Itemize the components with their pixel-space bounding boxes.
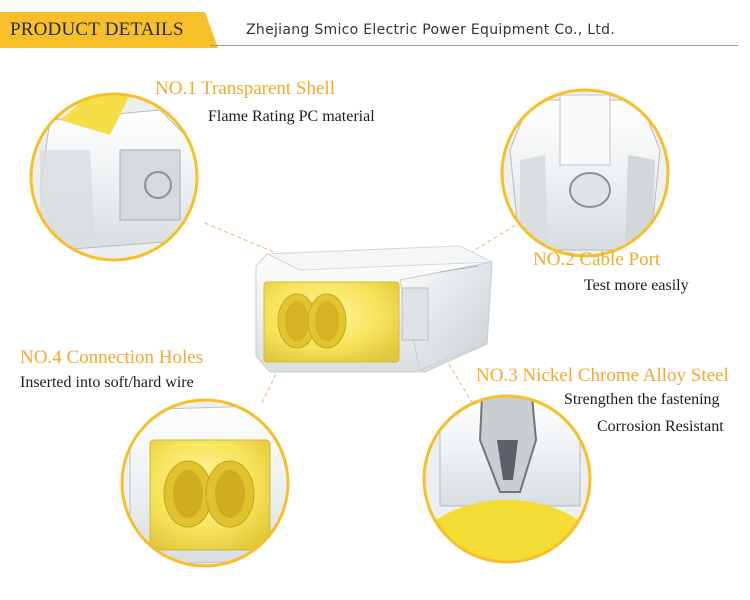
header-divider: [210, 45, 738, 46]
feature-2-line-1: Test more easily: [584, 277, 689, 294]
header-bar: PRODUCT DETAILS Zhejiang Smico Electric …: [0, 0, 750, 56]
feature-3-line-2: Corrosion Resistant: [597, 418, 724, 435]
detail-circle-cable-port: [500, 88, 670, 258]
feature-4-line-1: Inserted into soft/hard wire: [20, 374, 194, 391]
feature-1-title: NO.1 Transparent Shell: [155, 78, 335, 99]
feature-4-title: NO.4 Connection Holes: [20, 347, 204, 368]
feature-1-line-1: Flame Rating PC material: [208, 108, 375, 125]
feature-2-title: NO.2 Cable Port: [533, 249, 661, 270]
product-details-tag: PRODUCT DETAILS: [0, 12, 218, 48]
detail-circle-connection-holes: [120, 398, 290, 568]
detail-circle-alloy-steel: [422, 394, 592, 564]
feature-3-line-1: Strengthen the fastening: [564, 391, 720, 408]
detail-circle-transparent-shell: [29, 92, 199, 262]
connector-image: [255, 245, 493, 373]
company-name: Zhejiang Smico Electric Power Equipment …: [246, 22, 616, 38]
feature-3-title: NO.3 Nickel Chrome Alloy Steel: [476, 365, 729, 386]
